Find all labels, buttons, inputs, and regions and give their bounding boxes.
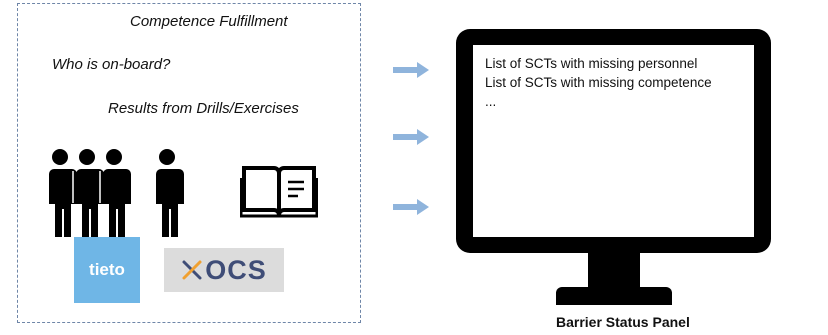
arrow-icon bbox=[393, 62, 429, 78]
monitor-icon bbox=[456, 29, 771, 305]
people-group-icon bbox=[48, 149, 184, 237]
ocs-x-icon bbox=[182, 260, 202, 280]
book-icon bbox=[240, 166, 318, 218]
ocs-logo: OCS bbox=[164, 248, 284, 292]
person-icon bbox=[155, 149, 184, 237]
tieto-logo: tieto bbox=[74, 237, 140, 303]
drills-results-label: Results from Drills/Exercises bbox=[108, 100, 299, 117]
barrier-status-caption: Barrier Status Panel bbox=[556, 314, 690, 330]
screen-line: List of SCTs with missing personnel bbox=[485, 56, 698, 71]
competence-title: Competence Fulfillment bbox=[130, 13, 288, 30]
arrow-icon bbox=[393, 199, 429, 215]
competence-panel: Competence Fulfillment Who is on-board? … bbox=[17, 3, 361, 323]
screen-text: List of SCTs with missing personnel List… bbox=[485, 54, 712, 111]
screen-line: ... bbox=[485, 94, 497, 109]
arrow-icon bbox=[393, 129, 429, 145]
screen-line: List of SCTs with missing competence bbox=[485, 75, 712, 90]
onboard-question: Who is on-board? bbox=[52, 56, 171, 73]
monitor-screen bbox=[473, 45, 754, 237]
